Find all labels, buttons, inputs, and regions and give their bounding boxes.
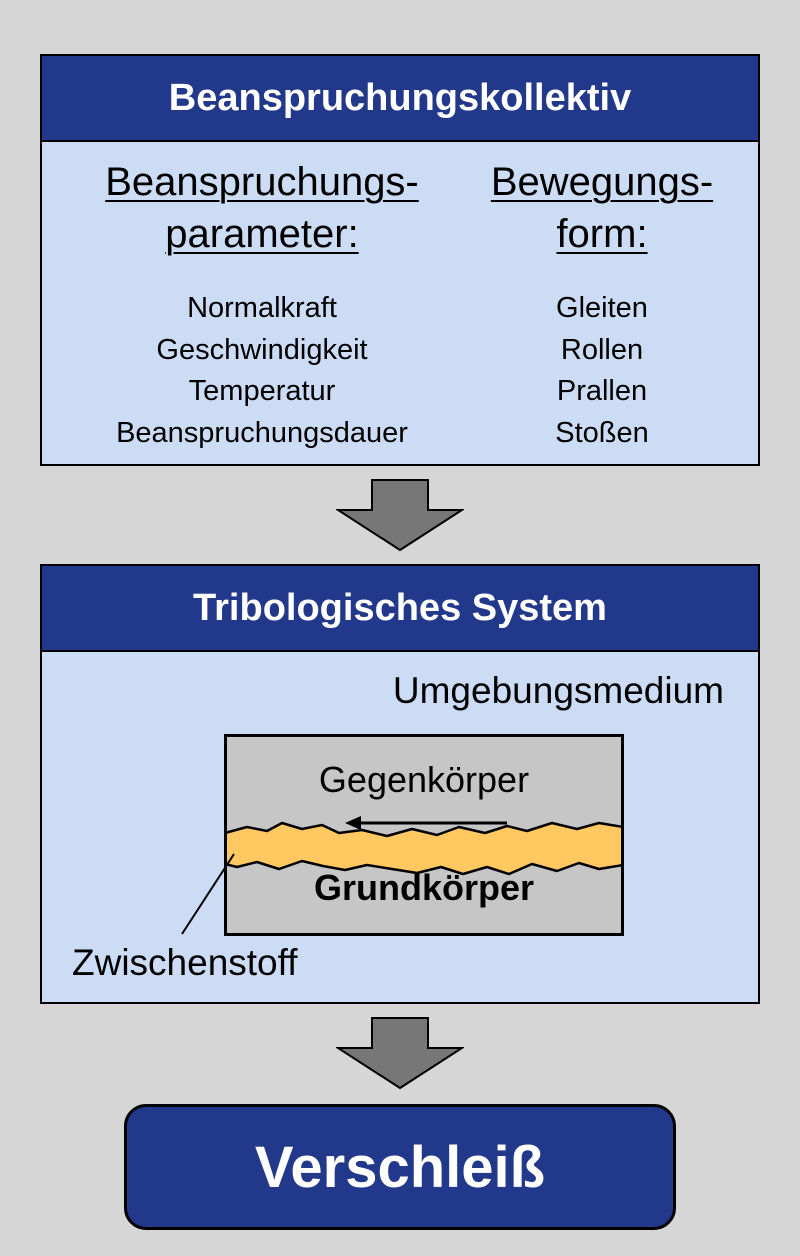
tribological-system-panel: Tribologisches System Umgebungsmedium Ge… [40,564,760,1004]
stress-parameters-column: Beanspruchungs- parameter: Normalkraft G… [72,156,452,454]
parameter-item: Normalkraft [187,292,337,324]
motion-item: Stoßen [555,416,649,449]
parameter-item: Beanspruchungsdauer [116,416,408,449]
basebody-label: Grundkörper [313,867,535,908]
interlayer-graphic [227,816,621,876]
motion-form-list: Gleiten Rollen Prallen Stoßen [462,288,742,454]
stress-parameters-list: Normalkraft Geschwindigkeit Temperatur B… [72,288,452,454]
tribological-system-title: Tribologisches System [42,566,758,652]
stress-parameters-heading: Beanspruchungs- parameter: [72,156,452,260]
down-arrow-icon [336,479,464,552]
stress-parameters-heading-line1: Beanspruchungs- [105,160,419,204]
motion-form-column: Bewegungs- form: Gleiten Rollen Prallen … [462,156,742,454]
stress-collective-title: Beanspruchungskollektiv [42,56,758,142]
ambient-medium-label: Umgebungsmedium [392,670,724,711]
stress-parameters-heading-line2: parameter: [165,212,359,256]
interlayer-band [227,821,621,876]
motion-form-heading: Bewegungs- form: [462,156,742,260]
motion-item: Gleiten [556,292,648,324]
parameter-item: Geschwindigkeit [156,333,368,366]
motion-arrow-head [345,816,361,830]
interlayer-label: Zwischenstoff [72,942,298,983]
parameter-item: Temperatur [188,375,336,407]
motion-item: Rollen [560,333,644,366]
motion-form-heading-line1: Bewegungs- [490,160,714,204]
motion-form-heading-line2: form: [556,212,648,256]
down-arrow-icon [336,1017,464,1090]
tribo-contact-block: Gegenkörper Grundkörper [224,734,624,936]
counterbody-label: Gegenkörper [318,759,530,800]
wear-result-box: Verschleiß [124,1104,676,1230]
motion-item: Prallen [556,375,648,407]
stress-collective-panel: Beanspruchungskollektiv Beanspruchungs- … [40,54,760,466]
